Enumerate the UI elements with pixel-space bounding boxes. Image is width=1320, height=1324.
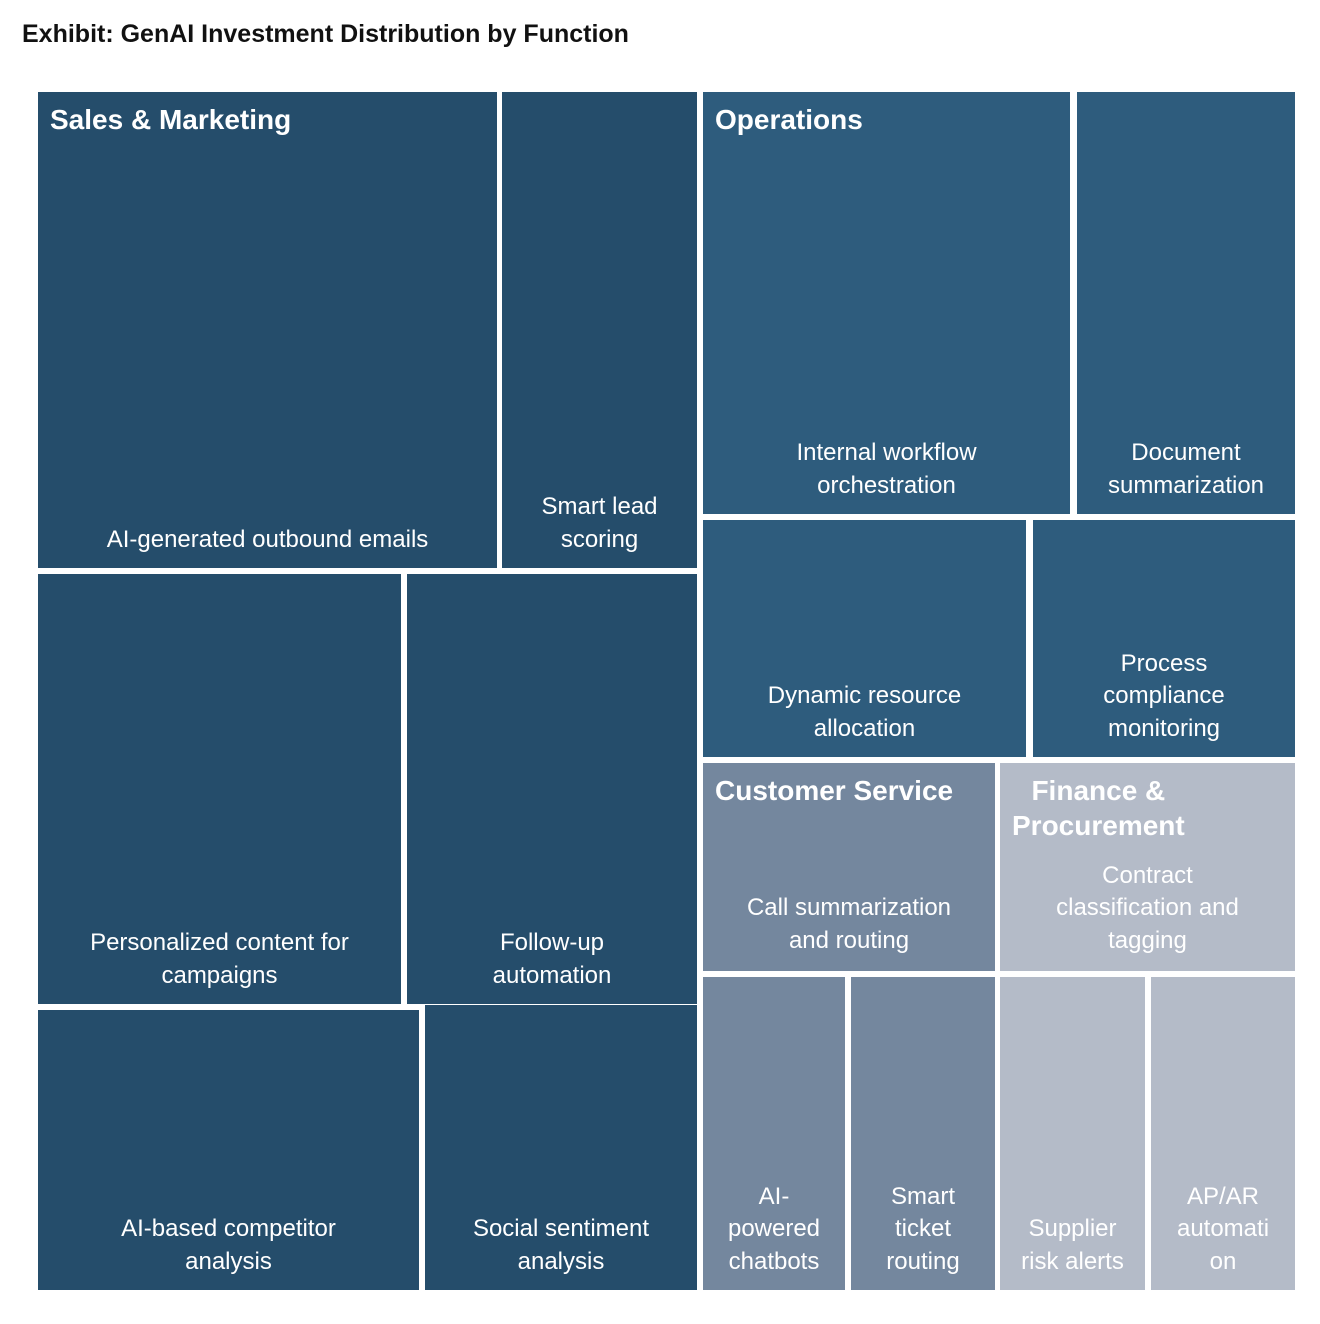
cell-ai-based-competitor-analysis[interactable]: AI-based competitor analysis [38,1010,419,1290]
cell-follow-up-automation[interactable]: Follow-up automation [407,574,697,1004]
cell-ap-ar-automation[interactable]: AP/AR automati on [1151,977,1295,1290]
cell-smart-ticket-routing[interactable]: Smart ticket routing [851,977,995,1290]
cell-internal-workflow-orchestration[interactable]: Operations Internal workflow orchestrati… [703,92,1070,514]
group-header-operations: Operations [715,104,863,135]
cell-personalized-content-for-campaigns[interactable]: Personalized content for campaigns [38,574,401,1004]
cell-label: Smart lead scoring [541,493,658,553]
cell-label: AI-generated outbound emails [106,525,429,553]
treemap-chart: Sales & Marketing AI-generated outbound … [38,92,1295,1290]
cell-contract-classification-and-tagging[interactable]: Finance & Procurement Contract classific… [1000,763,1295,971]
cell-smart-lead-scoring[interactable]: Smart lead scoring [502,92,697,568]
cell-label: Smart ticket routing [886,1182,960,1275]
cell-label: Personalized content for campaigns [90,929,349,989]
cell-process-compliance-monitoring[interactable]: Process compliance monitoring [1033,520,1295,757]
group-header-finance-procurement: Finance & Procurement [1012,775,1185,841]
cell-social-sentiment-analysis[interactable]: Social sentiment analysis [425,1005,697,1290]
cell-document-summarization[interactable]: Document summarization [1077,92,1295,514]
cell-label: Follow-up automation [492,929,612,989]
cell-label: Supplier risk alerts [1021,1215,1124,1275]
cell-supplier-risk-alerts[interactable]: Supplier risk alerts [1000,977,1145,1290]
cell-label: Social sentiment analysis [472,1215,650,1275]
cell-label: Process compliance monitoring [1103,649,1225,742]
cell-label: Call summarization and routing [746,894,952,954]
cell-label: Internal workflow orchestration [796,439,977,499]
cell-ai-generated-outbound-emails[interactable]: Sales & Marketing AI-generated outbound … [38,92,497,568]
group-header-customer-service: Customer Service [715,775,954,806]
cell-ai-powered-chatbots[interactable]: AI- powered chatbots [703,977,845,1290]
cell-label: Dynamic resource allocation [767,682,962,742]
page-title: Exhibit: GenAI Investment Distribution b… [22,20,629,48]
group-header-sales-marketing: Sales & Marketing [50,104,292,135]
cell-dynamic-resource-allocation[interactable]: Dynamic resource allocation [703,520,1026,757]
cell-label: Contract classification and tagging [1056,861,1239,954]
cell-label: AP/AR automati on [1176,1182,1270,1275]
cell-call-summarization-and-routing[interactable]: Customer Service Call summarization and … [703,763,995,971]
cell-label: AI-based competitor analysis [121,1215,336,1275]
cell-label: AI- powered chatbots [727,1182,821,1275]
cell-label: Document summarization [1107,439,1265,499]
